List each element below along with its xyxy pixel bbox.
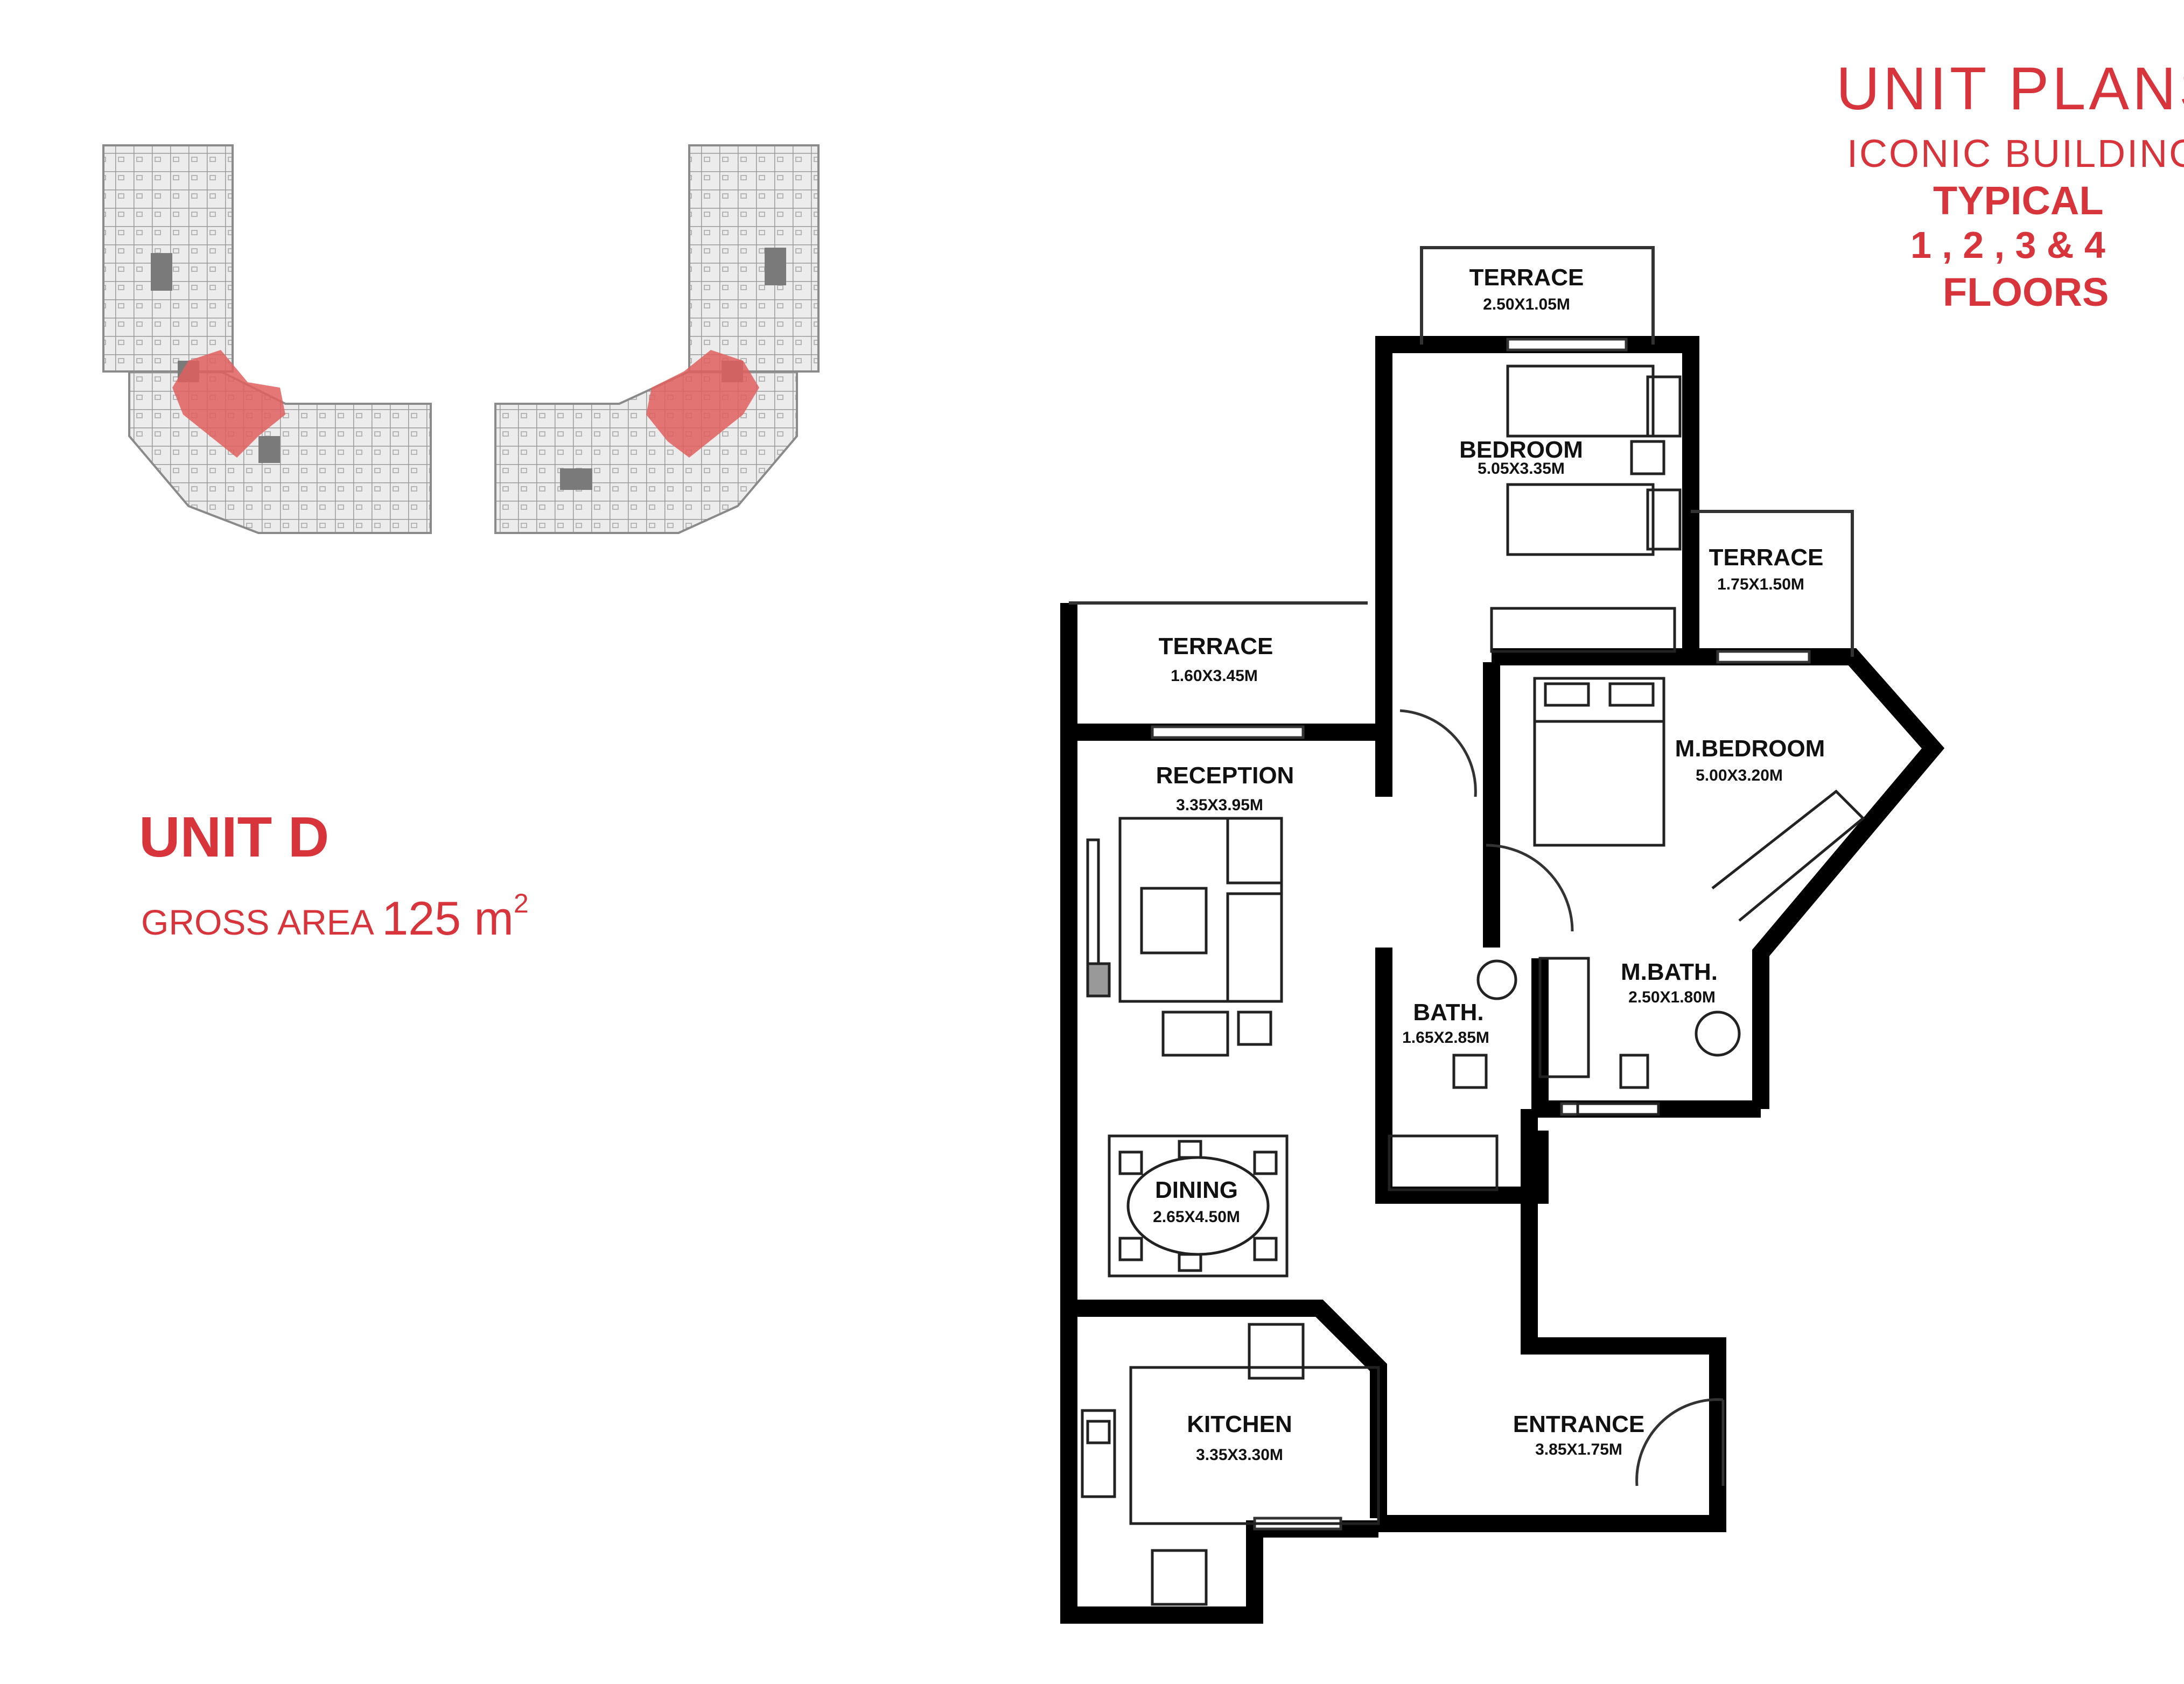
header-building: ICONIC BUILDING (1847, 132, 2184, 176)
master-bath-dim: 2.50X1.80M (1628, 988, 1716, 1006)
header-title: UNIT PLANS (1836, 55, 2184, 122)
terrace-right-label: TERRACE (1709, 544, 1824, 571)
key-plan-right (494, 144, 820, 534)
header-floors-typical: TYPICAL (1933, 178, 2104, 223)
gross-area-label: GROSS AREA (141, 902, 374, 942)
bath-label: BATH. (1413, 999, 1483, 1026)
doors (1399, 709, 1725, 1486)
dining-label: DINING (1155, 1177, 1238, 1203)
unit-name: UNIT D (139, 805, 330, 869)
gross-area-value: 125 m (382, 892, 514, 945)
master-bed (1533, 677, 1865, 922)
key-plan-left (102, 144, 432, 534)
entrance-label: ENTRANCE (1513, 1411, 1644, 1437)
unit-gross-area: GROSS AREA 125 m2 (141, 888, 529, 946)
windows (1151, 338, 1811, 1531)
header-floors-label: FLOORS (1943, 270, 2109, 314)
bedroom-label: BEDROOM (1459, 437, 1583, 463)
terrace-top-label: TERRACE (1469, 264, 1584, 291)
key-plan-right-highlight (646, 350, 759, 458)
key-plan (102, 144, 820, 534)
reception-dim: 3.35X3.95M (1176, 796, 1263, 814)
bath-fixtures (1388, 957, 1741, 1191)
reception-furniture (1086, 817, 1283, 1057)
kitchen-dim: 3.35X3.30M (1196, 1446, 1283, 1464)
terrace-left-dim: 1.60X3.45M (1171, 667, 1258, 685)
terrace-right-dim: 1.75X1.50M (1717, 576, 1804, 593)
header-floors-numbers: 1 , 2 , 3 & 4 (1910, 224, 2105, 266)
kitchen-fixtures (1081, 1323, 1380, 1606)
room-labels: TERRACE 2.50X1.05M BEDROOM 5.05X3.35M TE… (1153, 264, 1825, 1464)
dining-dim: 2.65X4.50M (1153, 1208, 1240, 1226)
bedroom-furniture (1490, 364, 1682, 653)
terrace-outlines (1069, 246, 1854, 657)
master-bath-label: M.BATH. (1621, 959, 1718, 985)
entrance-dim: 3.85X1.75M (1535, 1441, 1622, 1458)
master-bedroom-label: M.BEDROOM (1675, 735, 1825, 762)
dining-furniture (1108, 1134, 1289, 1278)
reception-label: RECEPTION (1156, 762, 1294, 789)
bedroom-dim: 5.05X3.35M (1478, 460, 1565, 478)
terrace-top-dim: 2.50X1.05M (1483, 296, 1570, 313)
master-bedroom-dim: 5.00X3.20M (1696, 767, 1783, 784)
terrace-left-label: TERRACE (1159, 633, 1273, 659)
kitchen-label: KITCHEN (1187, 1411, 1292, 1437)
bath-dim: 1.65X2.85M (1402, 1029, 1489, 1047)
gross-area-unit-sup: 2 (513, 888, 529, 918)
key-plan-left-highlight (172, 350, 285, 458)
exterior-walls (1060, 336, 1945, 1624)
